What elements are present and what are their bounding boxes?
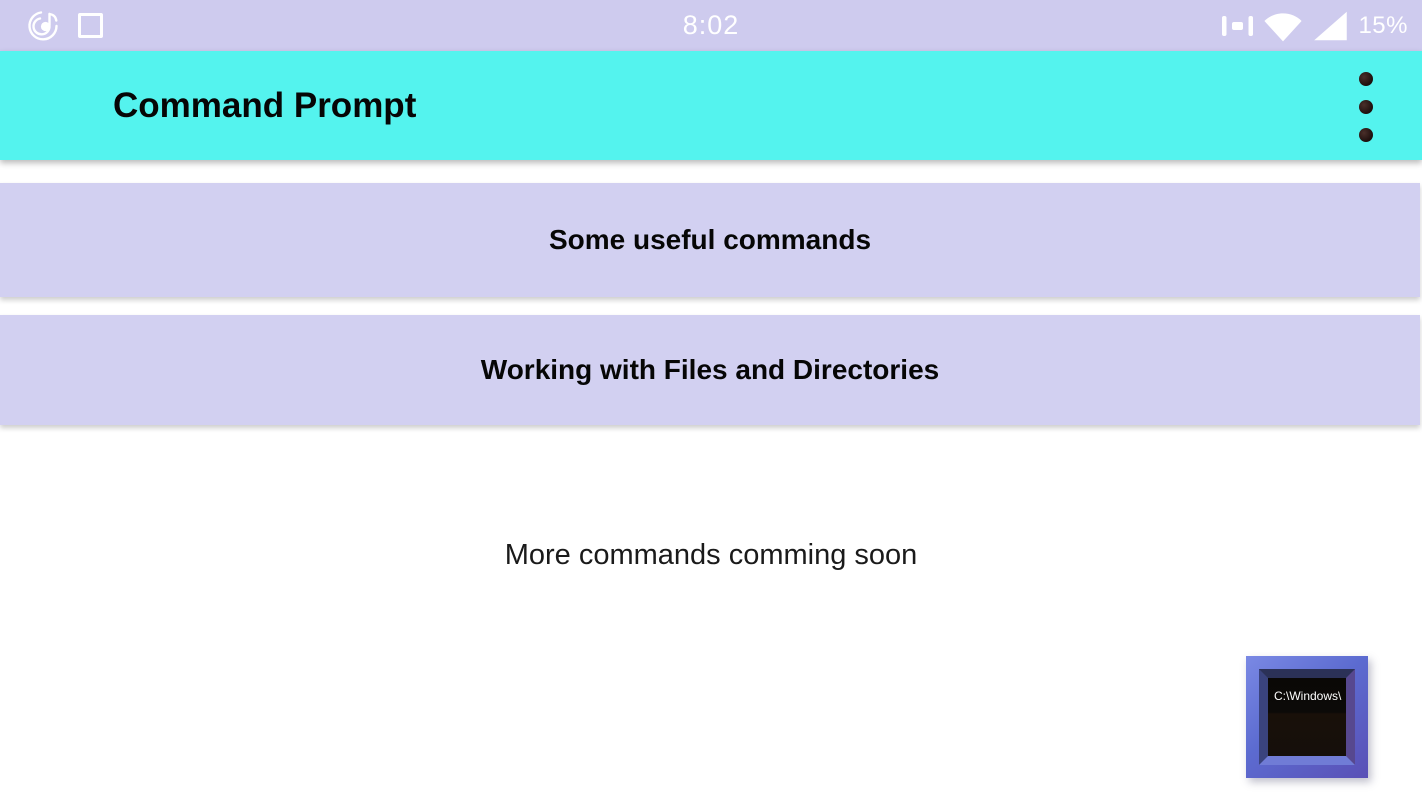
battery-percent: 15%: [1358, 11, 1408, 39]
card-label: Working with Files and Directories: [480, 354, 940, 385]
command-prompt-logo-icon: C:\Windows\: [1246, 656, 1368, 778]
overflow-dot: [1359, 72, 1373, 86]
card-label: Some useful commands: [548, 224, 872, 255]
logo-screen-text: C:\Windows\: [1274, 689, 1342, 703]
menu-card-some-useful-commands[interactable]: Some useful commands: [0, 183, 1420, 297]
logo-terminal-screen: C:\Windows\: [1268, 678, 1346, 756]
status-bar-right-icons: 15%: [1222, 0, 1408, 51]
app-bar: Command Prompt: [0, 51, 1422, 160]
square-outline-icon: [78, 13, 103, 38]
cellular-signal-icon: [1314, 11, 1348, 40]
footer-note: More commands comming soon: [504, 539, 918, 571]
music-note-icon: [28, 10, 58, 41]
status-bar: 8:02 15%: [0, 0, 1422, 51]
status-bar-left-icons: [24, 0, 103, 51]
overflow-dot: [1359, 100, 1373, 114]
wifi-icon: [1264, 12, 1303, 41]
status-time: 8:02: [682, 10, 740, 40]
page-title: Command Prompt: [113, 86, 417, 125]
overflow-dot: [1359, 128, 1373, 142]
vibrate-icon: [1222, 15, 1254, 36]
overflow-menu-icon[interactable]: [1352, 72, 1380, 142]
menu-card-working-with-files-and-directories[interactable]: Working with Files and Directories: [0, 315, 1420, 425]
logo-bevel-frame: C:\Windows\: [1259, 669, 1355, 765]
